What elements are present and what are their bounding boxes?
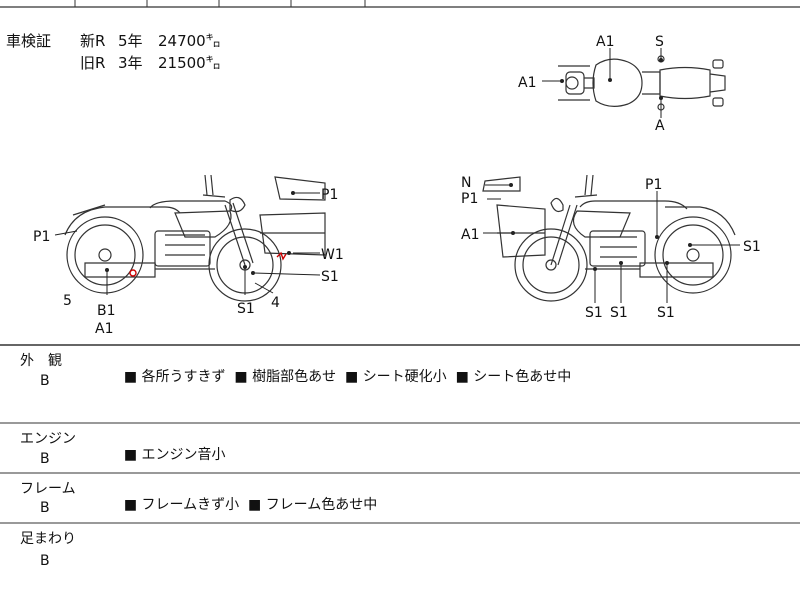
left-label-p1-tail: P1 <box>33 229 50 245</box>
top-label-a1-front: A1 <box>518 75 536 91</box>
bullet-square-icon <box>456 369 469 385</box>
odometer-years-old: 3年 <box>118 54 143 72</box>
left-label-w1: W1 <box>321 247 344 263</box>
section-grade-engine: B <box>40 451 50 467</box>
section-grade-frame: B <box>40 500 50 516</box>
right-label-a1-case: A1 <box>461 227 479 243</box>
odometer-km-new: 24700㌔ <box>158 32 221 50</box>
damage-mark-exhaust <box>129 269 137 277</box>
left-label-a1: A1 <box>95 321 113 337</box>
section-grade-exterior: B <box>40 373 50 389</box>
left-view-labels: P1 P1 W1 S1 S1 B1 A1 5 4 <box>33 187 344 337</box>
bullet-square-icon <box>234 369 247 385</box>
left-label-p1-case: P1 <box>321 187 338 203</box>
motorcycle-right-side-diagram: N P1 A1 P1 S1 S1 S1 S1 <box>461 174 761 321</box>
section-label-engine: エンジン <box>20 431 76 447</box>
right-label-n: N <box>461 175 471 191</box>
right-label-s1-rear: S1 <box>743 239 761 255</box>
section-label-suspension: 足まわり <box>20 531 76 547</box>
left-label-5: 5 <box>63 293 72 309</box>
section-label-exterior: 外 観 <box>20 353 62 369</box>
right-label-s1-a: S1 <box>585 305 603 321</box>
right-label-p1-tank: P1 <box>645 177 662 193</box>
left-label-4: 4 <box>271 295 280 311</box>
left-label-s1-wheel: S1 <box>237 301 255 317</box>
odometer-km-old: 21500㌔ <box>158 54 221 72</box>
right-label-p1-case: P1 <box>461 191 478 207</box>
left-label-s1-case: S1 <box>321 269 339 285</box>
right-view-labels: N P1 A1 P1 S1 S1 S1 S1 <box>461 175 761 321</box>
odometer-type-new: 新R <box>80 32 106 50</box>
right-label-s1-c: S1 <box>657 305 675 321</box>
top-label-a1-tank: A1 <box>596 34 614 50</box>
damage-mark-case <box>276 251 287 261</box>
bullet-square-icon <box>124 447 137 463</box>
odometer-years-new: 5年 <box>118 32 143 50</box>
right-label-s1-b: S1 <box>610 305 628 321</box>
bullet-square-icon <box>345 369 358 385</box>
top-label-a: A <box>655 118 665 134</box>
bullet-square-icon <box>248 497 261 513</box>
motorcycle-top-view-diagram: A1 A1 S A <box>518 34 726 134</box>
top-label-s: S <box>655 34 664 50</box>
left-label-b1: B1 <box>97 303 116 319</box>
section-grade-suspension: B <box>40 553 50 569</box>
section-items-exterior: 各所うすきず 樹脂部色あせ シート硬化小 シート色あせ中 <box>106 350 571 402</box>
header-strip <box>0 0 800 8</box>
bullet-square-icon <box>124 497 137 513</box>
bullet-square-icon <box>124 369 137 385</box>
odometer-type-old: 旧R <box>80 54 106 72</box>
section-label-frame: フレーム <box>20 481 76 497</box>
section-items-frame: フレームきず小 フレーム色あせ中 <box>106 478 377 530</box>
section-items-engine: エンジン音小 <box>106 428 226 480</box>
odometer-label: 車検証 <box>6 32 52 50</box>
motorcycle-left-side-diagram: P1 P1 W1 S1 S1 B1 A1 5 4 <box>33 174 344 337</box>
top-view-labels: A1 A1 S A <box>518 34 665 134</box>
